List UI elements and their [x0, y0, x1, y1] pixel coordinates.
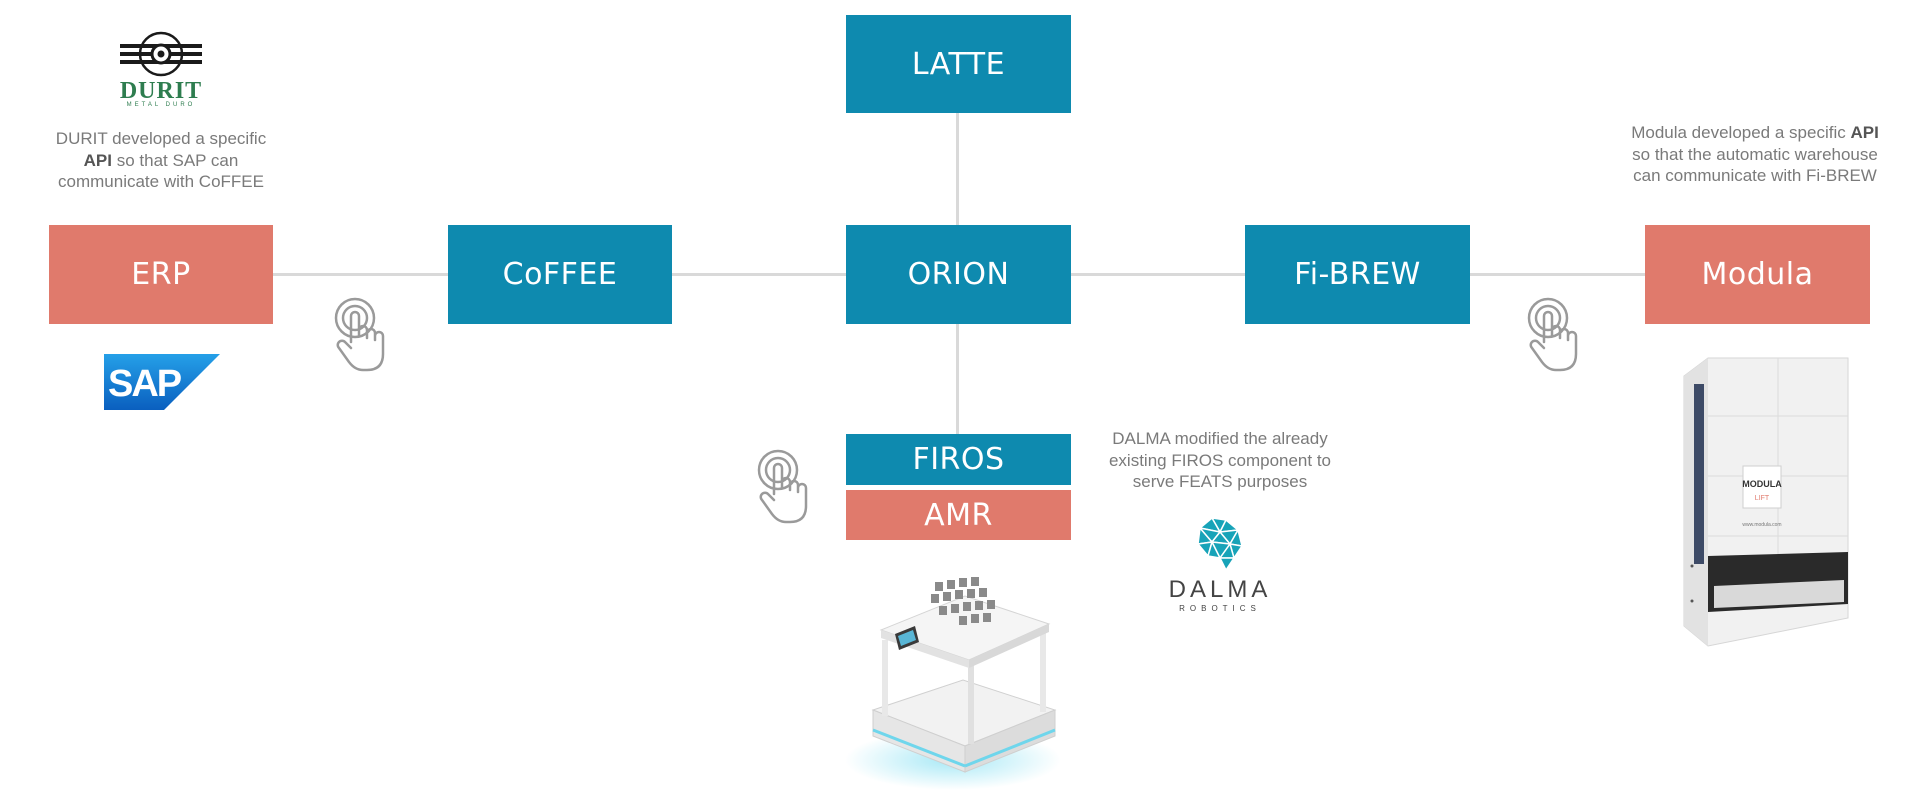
- touch-hand-icon: [1527, 297, 1578, 372]
- durit-logo: DURIT METAL DURO: [118, 26, 204, 112]
- erp-node[interactable]: ERP: [49, 225, 273, 324]
- sap-logo-text: SAP: [108, 363, 182, 405]
- dalma-note: DALMA modified the already existing FIRO…: [1080, 428, 1360, 493]
- dalma-logo: DALMA ROBOTICS: [1160, 516, 1280, 616]
- modula-url-text: www.modula.com: [1742, 522, 1781, 528]
- durit-note: DURIT developed a specific API so that S…: [30, 128, 292, 193]
- modula-note-line3: can communicate with Fi-BREW: [1633, 166, 1877, 185]
- durit-note-line1: DURIT developed a specific: [55, 129, 267, 148]
- durit-note-api: API: [83, 150, 112, 170]
- durit-note-line2-rest: so that SAP can: [112, 150, 239, 170]
- dalma-brain-icon: [1196, 516, 1244, 572]
- durit-note-line3: communicate with CoFFEE: [58, 172, 264, 191]
- dalma-logo-name: DALMA: [1168, 576, 1272, 603]
- touch-hand-icon: [334, 297, 385, 372]
- dalma-note-line3: serve FEATS purposes: [1132, 472, 1308, 491]
- connector-erp-coffee: [273, 273, 449, 276]
- sap-logo: SAP ®: [104, 354, 220, 410]
- fibrew-node[interactable]: Fi-BREW: [1245, 225, 1470, 324]
- modula-note-api: API: [1850, 123, 1879, 142]
- modula-warehouse-image: MODULA LIFT www.modula.com: [1683, 357, 1849, 647]
- orion-node[interactable]: ORION: [846, 225, 1071, 324]
- durit-logo-name: DURIT: [119, 78, 203, 104]
- firos-node[interactable]: FIROS: [846, 434, 1071, 485]
- modula-note-line2: so that the automatic warehouse: [1632, 144, 1878, 164]
- coffee-node[interactable]: CoFFEE: [448, 225, 672, 324]
- dalma-logo-tagline: ROBOTICS: [1179, 604, 1261, 613]
- dalma-note-line2: existing FIROS component to: [1108, 450, 1332, 470]
- modula-note: Modula developed a specific API so that …: [1605, 122, 1905, 187]
- connector-latte-orion: [956, 113, 959, 226]
- durit-emblem-icon: [120, 31, 202, 77]
- amr-robot-image: [845, 577, 1061, 790]
- latte-node[interactable]: LATTE: [846, 15, 1071, 113]
- touch-hand-icon: [757, 449, 808, 524]
- modula-note-line1-pre: Modula developed a specific: [1631, 123, 1851, 142]
- durit-logo-tagline: METAL DURO: [126, 102, 196, 108]
- connector-orion-fibrew: [1071, 273, 1246, 276]
- modula-brand-text: MODULA: [1742, 479, 1782, 489]
- dalma-note-line1: DALMA modified the already: [1112, 429, 1328, 448]
- modula-note-line1: Modula developed a specific API: [1605, 122, 1905, 144]
- connector-fibrew-modula: [1470, 273, 1646, 276]
- connector-orion-firos: [956, 324, 959, 434]
- durit-note-line2: API so that SAP can: [30, 150, 292, 172]
- modula-brand-sub: LIFT: [1755, 495, 1770, 502]
- amr-node[interactable]: AMR: [846, 490, 1071, 540]
- svg-text:®: ®: [174, 400, 181, 410]
- modula-node[interactable]: Modula: [1645, 225, 1870, 324]
- connector-coffee-orion: [672, 273, 846, 276]
